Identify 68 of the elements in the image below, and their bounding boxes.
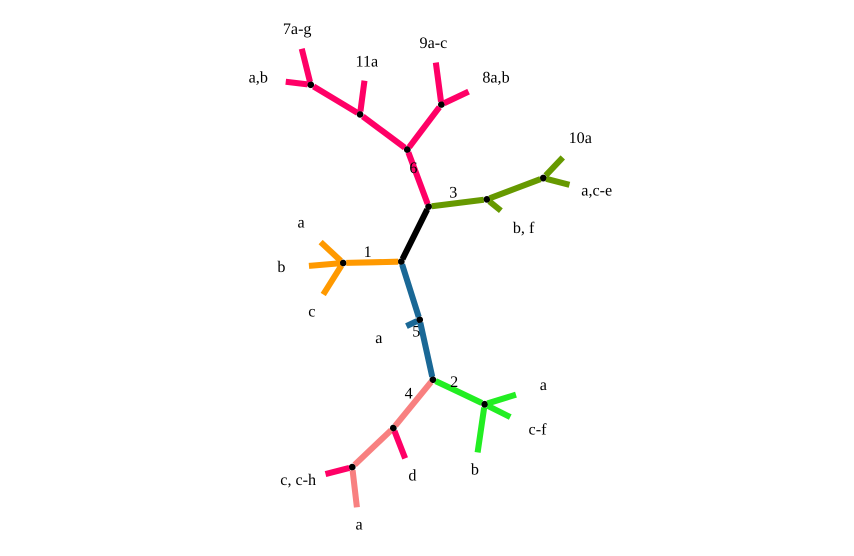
node-text: d xyxy=(408,468,416,485)
connector xyxy=(360,114,406,150)
connector xyxy=(318,240,342,264)
connector xyxy=(308,260,340,269)
node-text: a xyxy=(297,214,304,232)
node-text: 10a xyxy=(568,130,592,147)
node-point xyxy=(348,464,356,471)
edge-label: 1 xyxy=(363,244,372,262)
connector xyxy=(399,208,430,260)
connector xyxy=(320,264,344,296)
node-point xyxy=(339,260,346,266)
node-text: a,c-e xyxy=(580,182,612,200)
node-text: a xyxy=(539,377,546,394)
connector xyxy=(398,264,422,318)
node-text: c-f xyxy=(528,422,546,439)
edge-label: 5 xyxy=(412,324,420,341)
node-point xyxy=(397,258,404,266)
node-text: 11a xyxy=(355,53,378,70)
connector xyxy=(486,392,516,406)
node-point xyxy=(437,101,444,108)
node-text: a,b xyxy=(248,69,268,86)
node-point xyxy=(356,110,363,118)
connector xyxy=(430,196,484,210)
connector xyxy=(406,105,442,149)
node-text: a xyxy=(374,330,382,348)
node-text: 7a-g xyxy=(282,21,312,38)
connector xyxy=(486,403,512,420)
connector xyxy=(405,151,430,205)
connector xyxy=(474,407,487,453)
connector xyxy=(442,88,470,106)
node-text: c, c-h xyxy=(280,472,316,489)
connector xyxy=(404,318,418,329)
edge-label: 2 xyxy=(450,374,458,391)
connector xyxy=(324,464,350,477)
connector xyxy=(352,428,393,468)
node-text: 9a-c xyxy=(419,35,447,52)
connector xyxy=(432,62,444,102)
node-text: c xyxy=(308,303,315,320)
edge-label: 4 xyxy=(404,386,412,403)
connector xyxy=(298,48,312,83)
node-text: b xyxy=(276,259,285,276)
connector xyxy=(391,430,408,460)
connector xyxy=(312,84,358,116)
connector xyxy=(392,380,433,428)
node-point xyxy=(539,174,546,182)
connector xyxy=(434,378,483,406)
node-point xyxy=(389,424,396,432)
node-text: b xyxy=(470,462,478,479)
node-text: 8a,b xyxy=(482,69,510,86)
connector xyxy=(416,322,435,378)
edge-label: 3 xyxy=(448,184,457,202)
connector xyxy=(544,176,570,188)
connector xyxy=(284,78,308,88)
node-point xyxy=(480,400,488,408)
node-point xyxy=(416,316,423,324)
node-point xyxy=(306,81,314,88)
connector xyxy=(349,470,360,508)
node-point xyxy=(424,203,432,210)
node-point xyxy=(428,376,436,384)
connector xyxy=(356,80,367,112)
node-point xyxy=(483,196,490,203)
node-text: b, f xyxy=(512,220,534,237)
node-text: a xyxy=(354,516,362,534)
connector xyxy=(543,155,564,178)
connector xyxy=(488,176,542,202)
connector xyxy=(346,258,398,266)
connector xyxy=(486,198,502,214)
node-point xyxy=(403,146,410,153)
